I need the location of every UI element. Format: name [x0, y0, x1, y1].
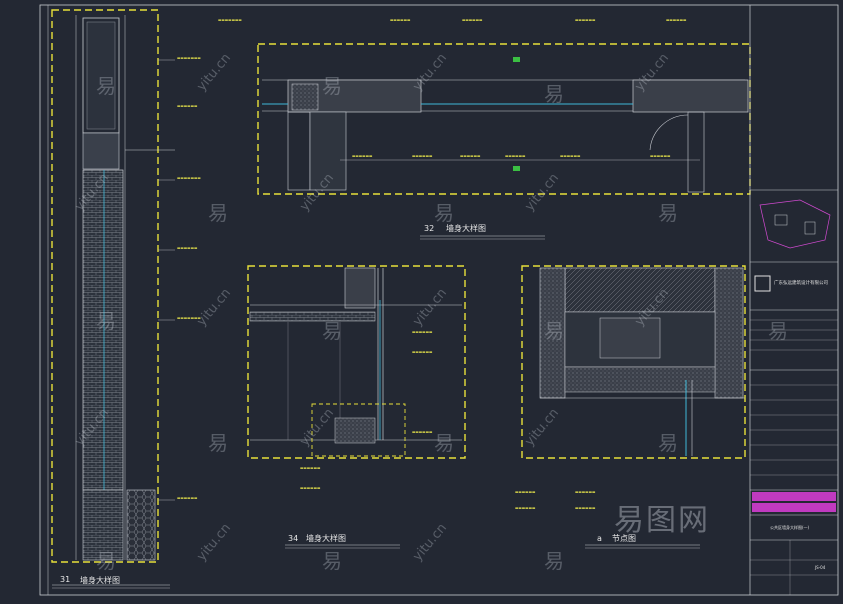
annotation-note: ▬▬▬▬▬▬: [666, 18, 687, 22]
annotation-note: ▬▬▬▬▬▬▬: [177, 176, 201, 180]
title-block: [749, 5, 838, 595]
detail-31-section: [51, 9, 175, 589]
annotation-note: ▬▬▬▬▬▬: [412, 154, 433, 158]
drawing-31-title: 墙身大样图: [80, 576, 120, 585]
annotation-note: ▬▬▬▬▬▬: [460, 154, 481, 158]
annotation-note: ▬▬▬▬▬▬▬: [218, 18, 242, 22]
drawing-32-title: 墙身大样图: [446, 224, 486, 233]
annotation-note: ▬▬▬▬▬▬: [505, 154, 526, 158]
annotation-note: ▬▬▬▬▬▬: [412, 430, 433, 434]
annotation-note: ▬▬▬▬▬▬: [575, 506, 596, 510]
drawing-34-title: 墙身大样图: [306, 534, 346, 543]
annotation-note: ▬▬▬▬▬▬: [177, 246, 198, 250]
drawing-32-number: 32: [424, 224, 435, 233]
annotation-note: ▬▬▬▬▬▬: [515, 490, 536, 494]
annotation-note: ▬▬▬▬▬▬: [560, 154, 581, 158]
annotation-note: ▬▬▬▬▬▬: [390, 18, 411, 22]
sheet-frame: [39, 4, 839, 596]
drawing-31-number: 31: [60, 575, 71, 584]
drawing-34-number: 34: [288, 534, 299, 543]
green-marker-tag: [513, 166, 521, 171]
annotation-note: ▬▬▬▬▬▬▬: [177, 316, 201, 320]
green-marker-tag: [513, 57, 521, 62]
annotation-note: ▬▬▬▬▬▬▬: [177, 56, 201, 60]
drawing-a-title: 节点图: [612, 534, 636, 543]
drawing-name: 公共区墙身大样图(一): [770, 525, 810, 530]
annotation-note: ▬▬▬▬▬▬: [650, 154, 671, 158]
sheet-number: JS-04: [815, 565, 826, 570]
detail-34-section: [247, 265, 466, 549]
annotation-note: ▬▬▬▬▬▬: [352, 154, 373, 158]
annotation-note: ▬▬▬▬▬▬: [300, 466, 321, 470]
annotation-note: ▬▬▬▬▬▬: [177, 104, 198, 108]
annotation-note: ▬▬▬▬▬▬: [575, 490, 596, 494]
annotation-note: ▬▬▬▬▬▬: [177, 496, 198, 500]
annotation-note: ▬▬▬▬▬▬: [412, 350, 433, 354]
drawing-a-number: a: [597, 534, 602, 543]
detail-32-plan: [257, 43, 751, 240]
annotation-note: ▬▬▬▬▬▬: [412, 330, 433, 334]
annotation-note: ▬▬▬▬▬▬: [515, 506, 536, 510]
annotation-note: ▬▬▬▬▬▬: [575, 18, 596, 22]
annotation-note: ▬▬▬▬▬▬: [462, 18, 483, 22]
detail-a-node: [521, 265, 746, 549]
annotation-note: ▬▬▬▬▬▬: [300, 486, 321, 490]
company-name: 广东弘远建筑设计有限公司: [774, 281, 828, 286]
